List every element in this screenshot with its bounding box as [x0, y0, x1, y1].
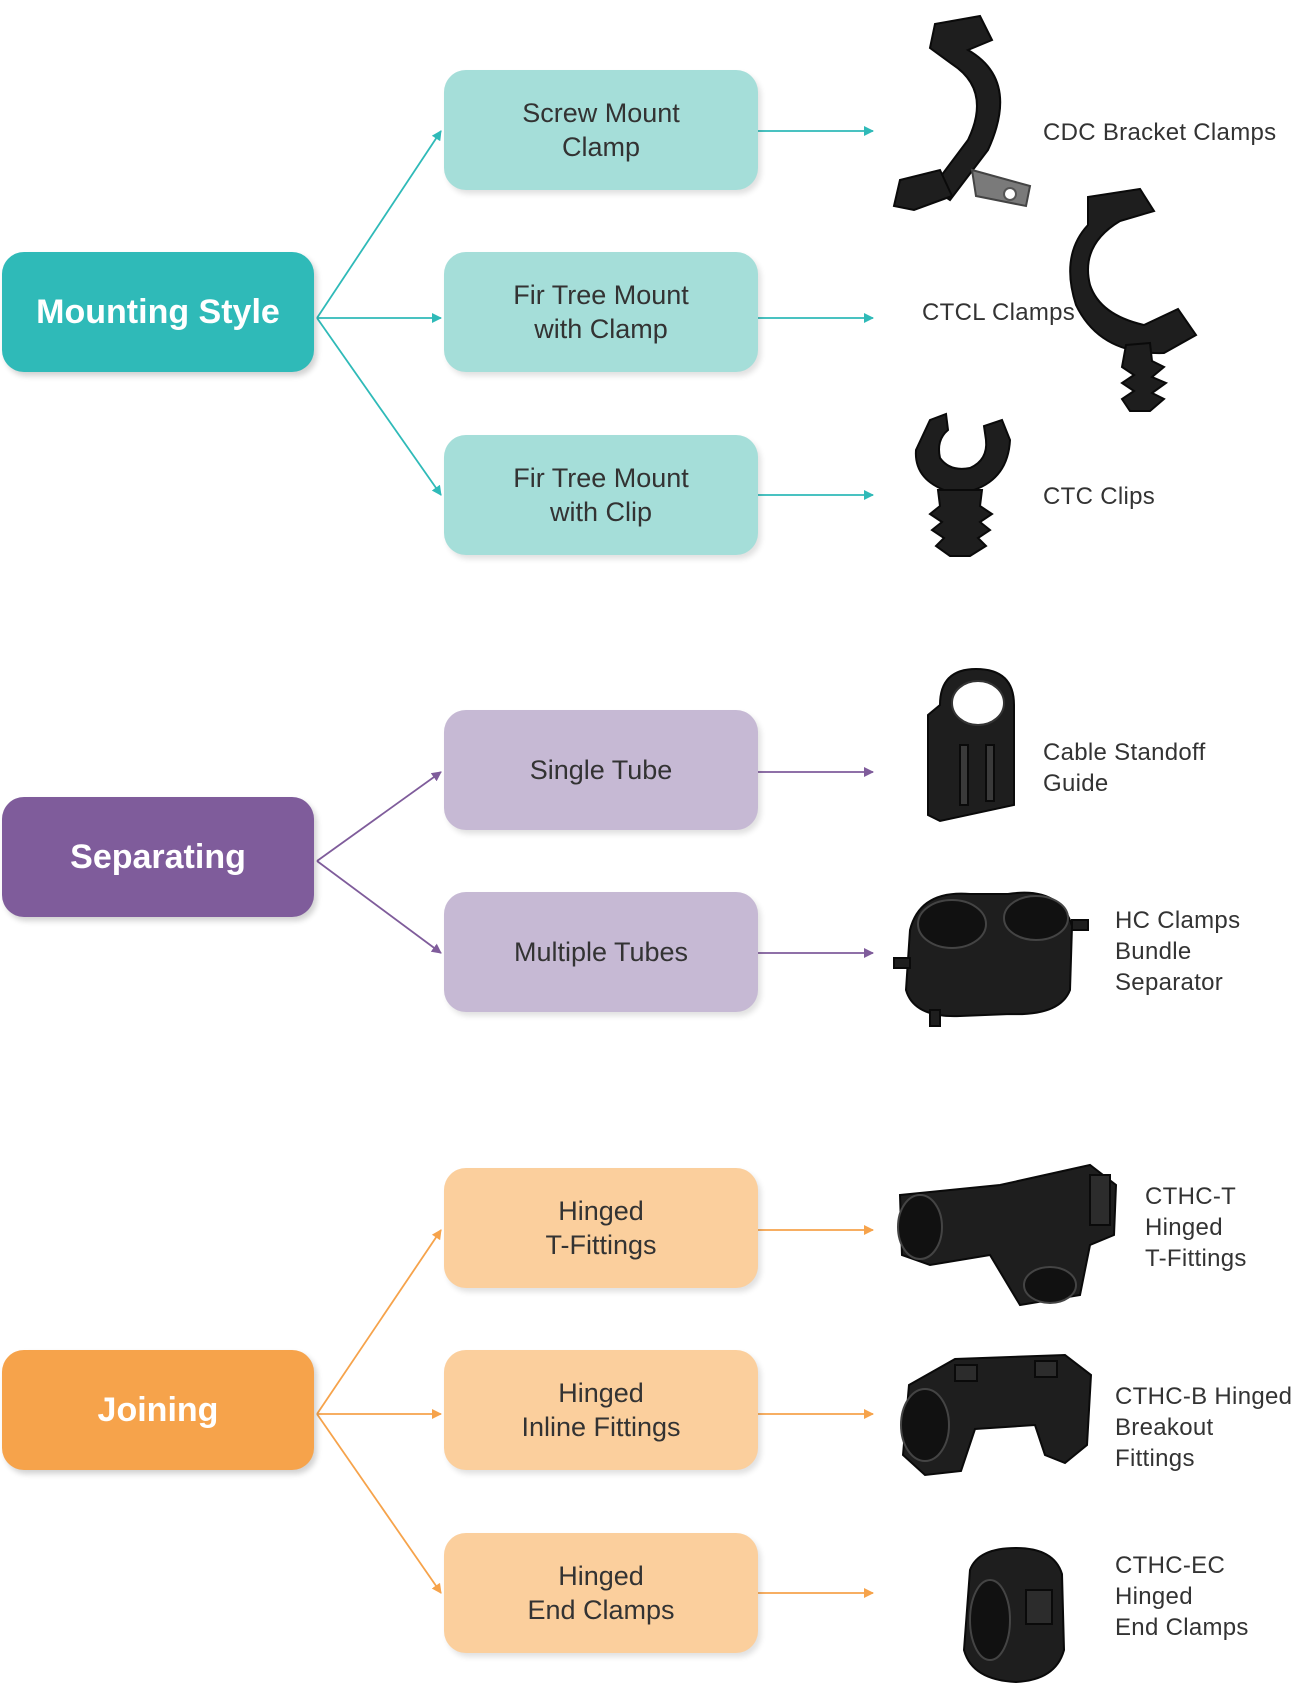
option-screw-mount-clamp: Screw Mount Clamp — [444, 70, 758, 190]
inline-fitting-icon — [900, 1353, 1093, 1477]
connector-mounting-3 — [316, 317, 442, 496]
option-fir-tree-mount-clip: Fir Tree Mount with Clip — [444, 435, 758, 555]
option-single-tube: Single Tube — [444, 710, 758, 830]
t-fitting-icon — [897, 1163, 1118, 1307]
fir-tree-clamp-icon — [1069, 187, 1198, 412]
category-label: Mounting Style — [36, 292, 280, 331]
product-label-ctcl: CTCL Clamps — [922, 299, 1076, 326]
option-multiple-tubes: Multiple Tubes — [444, 892, 758, 1012]
connector-joining-1 — [316, 1229, 442, 1415]
option-label: Hinged Inline Fittings — [521, 1378, 681, 1442]
option-label: Single Tube — [529, 755, 673, 785]
option-label: Hinged T-Fittings — [545, 1196, 657, 1260]
option-hinged-t-fittings: Hinged T-Fittings — [444, 1168, 758, 1288]
option-label: Fir Tree Mount with Clip — [513, 463, 689, 527]
option-hinged-end-clamps: Hinged End Clamps — [444, 1533, 758, 1653]
bracket-clamp-icon — [892, 14, 1032, 212]
category-label: Separating — [70, 837, 246, 876]
category-mounting-style: Mounting Style — [2, 252, 314, 372]
product-label-cdc: CDC Bracket Clamps — [1043, 119, 1277, 146]
product-label-cthec: CTHC-EC Hinged End Clamps — [1115, 1552, 1249, 1641]
connector-joining-3 — [316, 1413, 442, 1594]
category-label: Joining — [97, 1390, 219, 1429]
option-label: Multiple Tubes — [513, 937, 689, 967]
option-label: Hinged End Clamps — [527, 1561, 675, 1625]
category-joining: Joining — [2, 1350, 314, 1470]
fir-tree-clip-icon — [914, 412, 1012, 557]
standoff-guide-icon — [927, 667, 1015, 823]
connector-mounting-1 — [316, 130, 442, 319]
product-label-ctc: CTC Clips — [1043, 483, 1156, 510]
category-separating: Separating — [2, 797, 314, 917]
option-hinged-inline-fittings: Hinged Inline Fittings — [444, 1350, 758, 1470]
connector-separating-2 — [316, 860, 442, 954]
option-label: Screw Mount Clamp — [522, 98, 680, 162]
product-label-standoff: Cable Standoff Guide — [1043, 739, 1206, 797]
product-label-cthb: CTHC-B Hinged Breakout Fittings — [1115, 1383, 1293, 1472]
connector-separating-1 — [316, 771, 442, 862]
product-label-hc: HC Clamps Bundle Separator — [1115, 907, 1241, 996]
product-label-ctht: CTHC-T Hinged T-Fittings — [1145, 1183, 1247, 1272]
end-clamp-icon — [962, 1546, 1066, 1684]
bundle-separator-icon — [893, 891, 1089, 1027]
option-fir-tree-mount-clamp: Fir Tree Mount with Clamp — [444, 252, 758, 372]
option-label: Fir Tree Mount with Clamp — [513, 280, 689, 344]
